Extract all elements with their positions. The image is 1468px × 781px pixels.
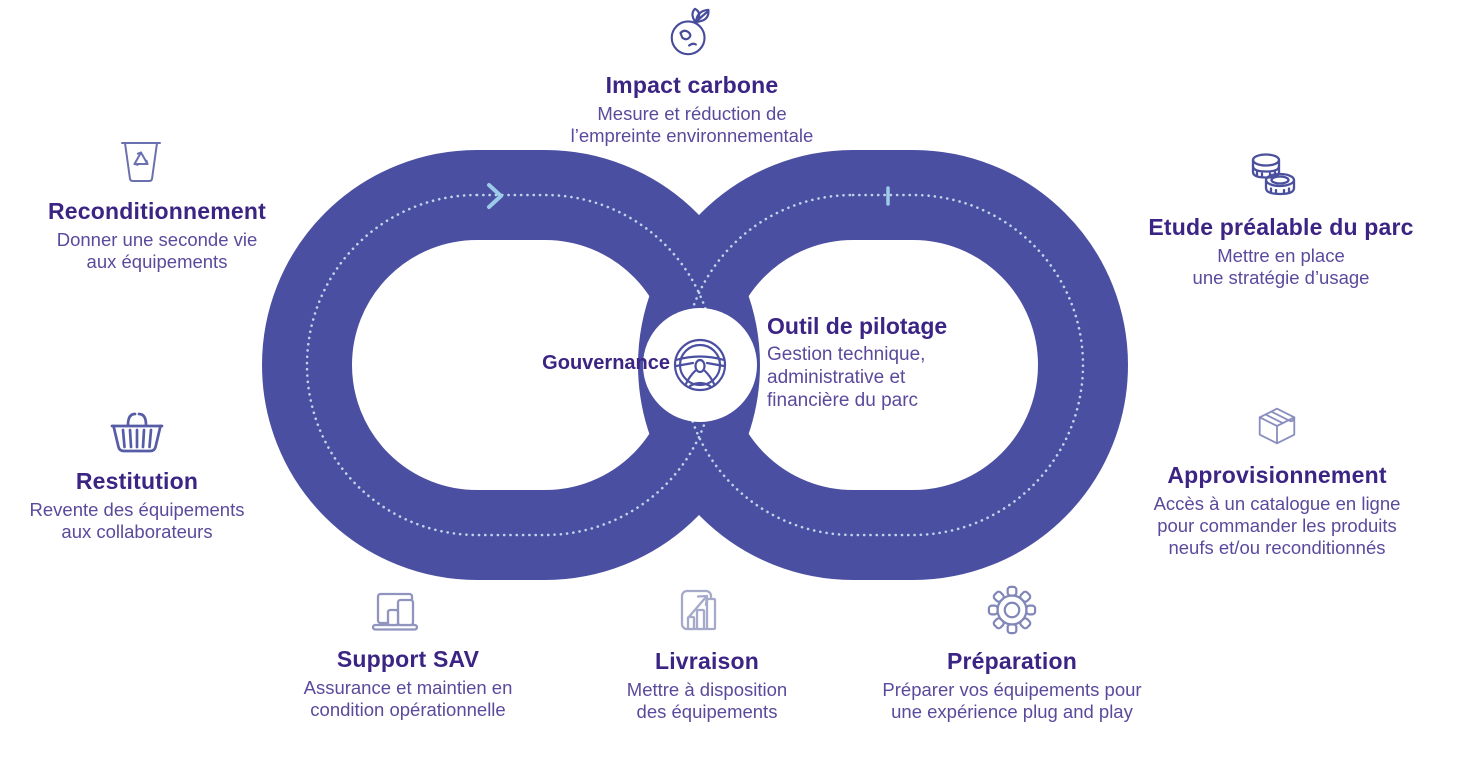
stage-restitution: Restitution Revente des équipements aux … (0, 410, 317, 543)
stage-title: Support SAV (336, 646, 480, 672)
stage-title: Reconditionnement (47, 198, 267, 224)
governance-label: Gouvernance (542, 352, 670, 374)
stage-desc: Préparer vos équipements pour une expéri… (882, 678, 1142, 722)
stage-preparation: Préparation Préparer vos équipements pou… (832, 584, 1192, 723)
gear-icon (832, 584, 1192, 636)
stage-title: Approvisionnement (1167, 462, 1387, 488)
stage-title: Restitution (75, 468, 199, 494)
stage-desc: Mesure et réduction de l’empreinte envir… (570, 102, 814, 146)
stage-livraison: Livraison Mettre à disposition des équip… (527, 586, 887, 723)
flow-arrow-icon (487, 183, 503, 209)
globe-leaf-icon (512, 4, 872, 60)
coins-icon (1093, 150, 1453, 202)
governance-circle (643, 308, 757, 422)
stage-support-sav: Support SAV Assurance et maintien en con… (228, 588, 588, 721)
stage-desc: Donner une seconde vie aux équipements (56, 228, 258, 272)
basket-icon (0, 410, 317, 456)
pilotage-title: Outil de pilotage (767, 313, 948, 339)
stage-reconditionnement: Reconditionnement Donner une seconde vie… (0, 132, 337, 273)
pilotage-desc: Gestion technique, administrative et fin… (767, 344, 926, 411)
recycle-bin-icon (0, 132, 321, 186)
stage-title: Préparation (946, 648, 1077, 674)
stage-desc: Mettre en place une stratégie d’usage (1192, 244, 1370, 288)
stage-desc: Accès à un catalogue en ligne pour comma… (1153, 492, 1401, 559)
stage-desc: Assurance et maintien en condition opéra… (303, 676, 513, 720)
stage-desc: Mettre à disposition des équipements (626, 678, 788, 722)
stage-impact-carbone: Impact carbone Mesure et réduction de l’… (512, 4, 872, 147)
pilotage-block: Outil de pilotage Gestion technique, adm… (767, 313, 1047, 413)
steering-wheel-icon (673, 338, 727, 392)
stage-etude-prealable: Etude préalable du parc Mettre en place … (1101, 150, 1461, 289)
growth-chart-icon (520, 586, 880, 636)
stage-desc: Revente des équipements aux collaborateu… (29, 498, 245, 542)
stage-title: Etude préalable du parc (1148, 214, 1414, 240)
stage-approvisionnement: Approvisionnement Accès à un catalogue e… (1097, 402, 1457, 559)
stage-title: Impact carbone (605, 72, 779, 98)
devices-icon (216, 588, 576, 634)
stage-title: Livraison (654, 648, 760, 674)
package-box-icon (1097, 402, 1457, 450)
